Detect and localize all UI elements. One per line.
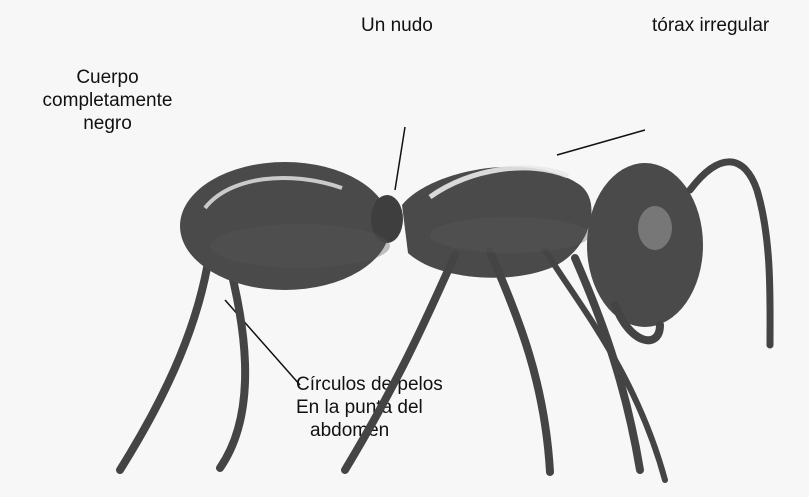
thorax-pointer-line xyxy=(557,130,645,155)
eye xyxy=(638,206,672,250)
middle-leg-1 xyxy=(345,255,455,470)
abdomen-shadow xyxy=(210,224,390,268)
middle-leg-2 xyxy=(490,252,550,472)
node-pointer-line xyxy=(395,127,405,190)
rear-leg-1 xyxy=(120,250,210,470)
thorax-shadow xyxy=(430,217,590,253)
